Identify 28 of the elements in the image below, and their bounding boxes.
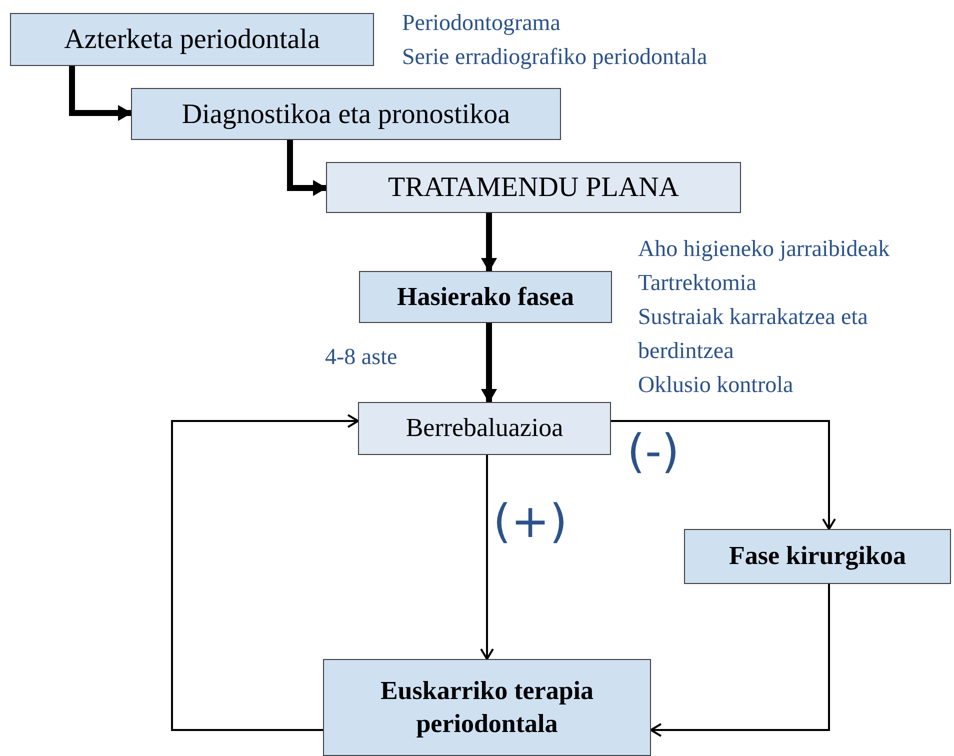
- box-label: Fase kirurgikoa: [728, 540, 907, 572]
- process-box: [326, 162, 741, 213]
- box-label: Diagnostikoa eta pronostikoa: [180, 98, 512, 132]
- box-label: Hasierako fasea: [396, 280, 575, 313]
- note-text: Sustraiak karrakatzea eta berdintzea: [638, 303, 869, 365]
- arrow: [650, 584, 830, 737]
- process-box: [323, 659, 651, 756]
- arrow: [481, 323, 497, 403]
- arrow: [480, 455, 494, 660]
- box-label: Berrebaluazioa: [404, 412, 564, 444]
- note-text: Tartrektomia: [638, 269, 756, 297]
- process-box: [10, 13, 374, 66]
- note-text: Serie erradiografiko periodontala: [402, 43, 708, 71]
- arrow: [69, 66, 132, 121]
- process-box: [684, 529, 951, 584]
- note-text: Aho higieneko jarraibideak: [638, 235, 890, 263]
- arrow: [611, 420, 836, 530]
- box-label: Euskarriko terapia periodontala: [379, 675, 595, 740]
- note-text: Oklusio kontrola: [638, 371, 794, 399]
- arrow: [171, 414, 359, 731]
- process-box: [358, 402, 611, 455]
- process-box: [359, 271, 612, 323]
- arrow: [481, 213, 497, 272]
- box-label: TRATAMENDU PLANA: [387, 171, 680, 205]
- box-label: Azterketa periodontala: [63, 23, 321, 57]
- arrow: [287, 140, 327, 196]
- process-box: [131, 88, 561, 140]
- note-text: Periodontograma: [402, 9, 560, 37]
